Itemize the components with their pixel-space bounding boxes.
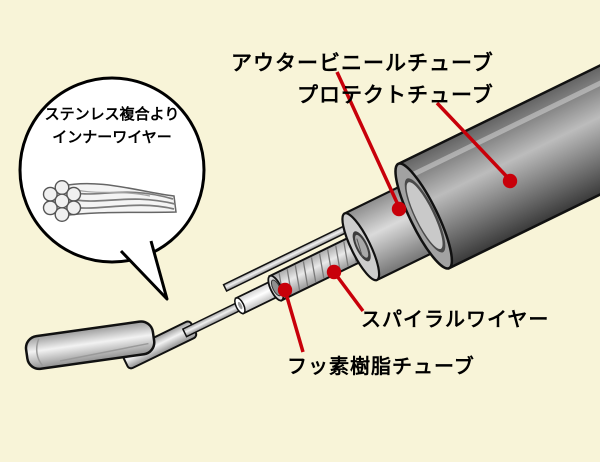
label-protect-tube: プロテクトチューブ xyxy=(297,84,494,107)
leader-dots xyxy=(277,173,518,298)
cable-assembly xyxy=(121,4,600,370)
dot-protect xyxy=(502,173,518,189)
callout-label-line2: インナーワイヤー xyxy=(52,128,172,146)
leader-line-fluoro xyxy=(283,289,305,353)
fitting-endcap-line xyxy=(35,338,44,367)
leader-line-outer-vinyl xyxy=(335,71,401,208)
leader-line-spiral xyxy=(332,270,365,313)
dot-spiral xyxy=(326,264,342,280)
callout-bubble xyxy=(18,76,206,301)
callout-tail xyxy=(119,240,169,301)
fitting-crossbar xyxy=(24,320,156,371)
leader-line-protect xyxy=(435,101,512,182)
leader-lines xyxy=(283,71,512,353)
fitting-crease-line xyxy=(59,342,149,362)
dot-outer-vinyl xyxy=(391,201,407,217)
inner-wire-magnified xyxy=(42,179,177,222)
cable-end-fitting xyxy=(24,320,156,371)
callout-label-line1: ステンレス複合より xyxy=(44,106,180,123)
label-fluoro-tube: フッ素樹脂チューブ xyxy=(287,356,475,378)
dot-fluoro xyxy=(277,282,293,298)
wire-cross-section xyxy=(42,179,82,222)
callout-label: ステンレス複合より インナーワイヤー xyxy=(26,104,198,149)
protect-tube xyxy=(394,4,600,270)
label-spiral-wire: スパイラルワイヤー xyxy=(361,309,550,331)
label-outer-vinyl-tube: アウタービニールチューブ xyxy=(231,52,494,75)
